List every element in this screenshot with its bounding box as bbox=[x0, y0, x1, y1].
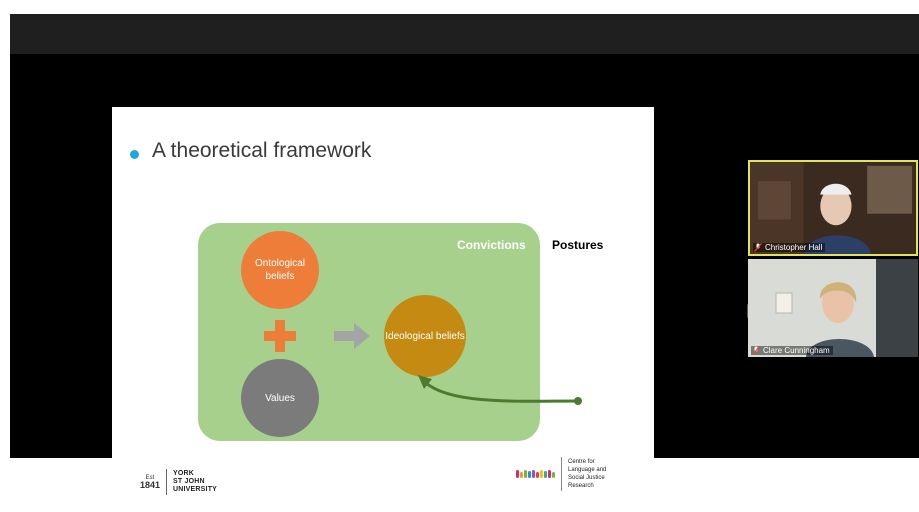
university-name-line: UNIVERSITY bbox=[173, 486, 218, 493]
mic-muted-icon bbox=[754, 243, 762, 252]
participant-video-strip: Christopher Hall Clare Cunningham bbox=[748, 160, 918, 357]
ontological-beliefs-label: Ontological beliefs bbox=[254, 258, 306, 282]
bullet-icon bbox=[130, 150, 139, 159]
ideological-beliefs-label: Ideological beliefs bbox=[385, 330, 465, 342]
university-name: YORK ST JOHN UNIVERSITY bbox=[173, 470, 217, 494]
centre-logo: Centre for Language and Social Justice R… bbox=[516, 457, 620, 491]
swirls-icon bbox=[516, 470, 555, 478]
participant-nameplate: Christopher Hall bbox=[753, 243, 826, 252]
right-arrow-icon bbox=[334, 323, 370, 349]
university-name-line: YORK bbox=[173, 470, 195, 477]
participant-nameplate: Clare Cunningham bbox=[751, 346, 833, 355]
university-name-line: ST JOHN bbox=[173, 478, 205, 485]
est-year: 1841 bbox=[140, 480, 161, 490]
logo-divider bbox=[166, 469, 168, 495]
top-toolbar bbox=[10, 14, 919, 54]
ontological-beliefs-node: Ontological beliefs bbox=[241, 231, 319, 309]
participant-tile-christopher-hall[interactable]: Christopher Hall bbox=[748, 160, 918, 256]
participant-tile-clare-cunningham[interactable]: Clare Cunningham bbox=[748, 259, 918, 357]
values-label: Values bbox=[265, 392, 295, 404]
video-meeting-window: A theoretical framework Convictions Post… bbox=[10, 14, 919, 512]
participant-video bbox=[750, 162, 916, 254]
shared-slide: A theoretical framework Convictions Post… bbox=[112, 107, 654, 512]
participant-name: Clare Cunningham bbox=[763, 346, 830, 355]
plus-icon bbox=[264, 320, 296, 352]
screen-share-stage: A theoretical framework Convictions Post… bbox=[10, 54, 919, 512]
est-block: Est 1841 bbox=[140, 475, 161, 490]
slide-title: A theoretical framework bbox=[152, 139, 372, 162]
mic-muted-icon bbox=[752, 346, 760, 355]
convictions-label: Convictions bbox=[457, 238, 526, 252]
participant-name: Christopher Hall bbox=[765, 243, 823, 252]
postures-label: Postures bbox=[552, 238, 604, 252]
university-logo: Est 1841 YORK ST JOHN UNIVERSITY bbox=[140, 469, 217, 495]
values-node: Values bbox=[241, 359, 319, 437]
logo-divider bbox=[561, 457, 562, 491]
ideological-beliefs-node: Ideological beliefs bbox=[384, 295, 466, 377]
participant-video bbox=[748, 259, 918, 357]
est-label: Est bbox=[145, 475, 155, 481]
centre-name: Centre for Language and Social Justice R… bbox=[568, 459, 607, 489]
